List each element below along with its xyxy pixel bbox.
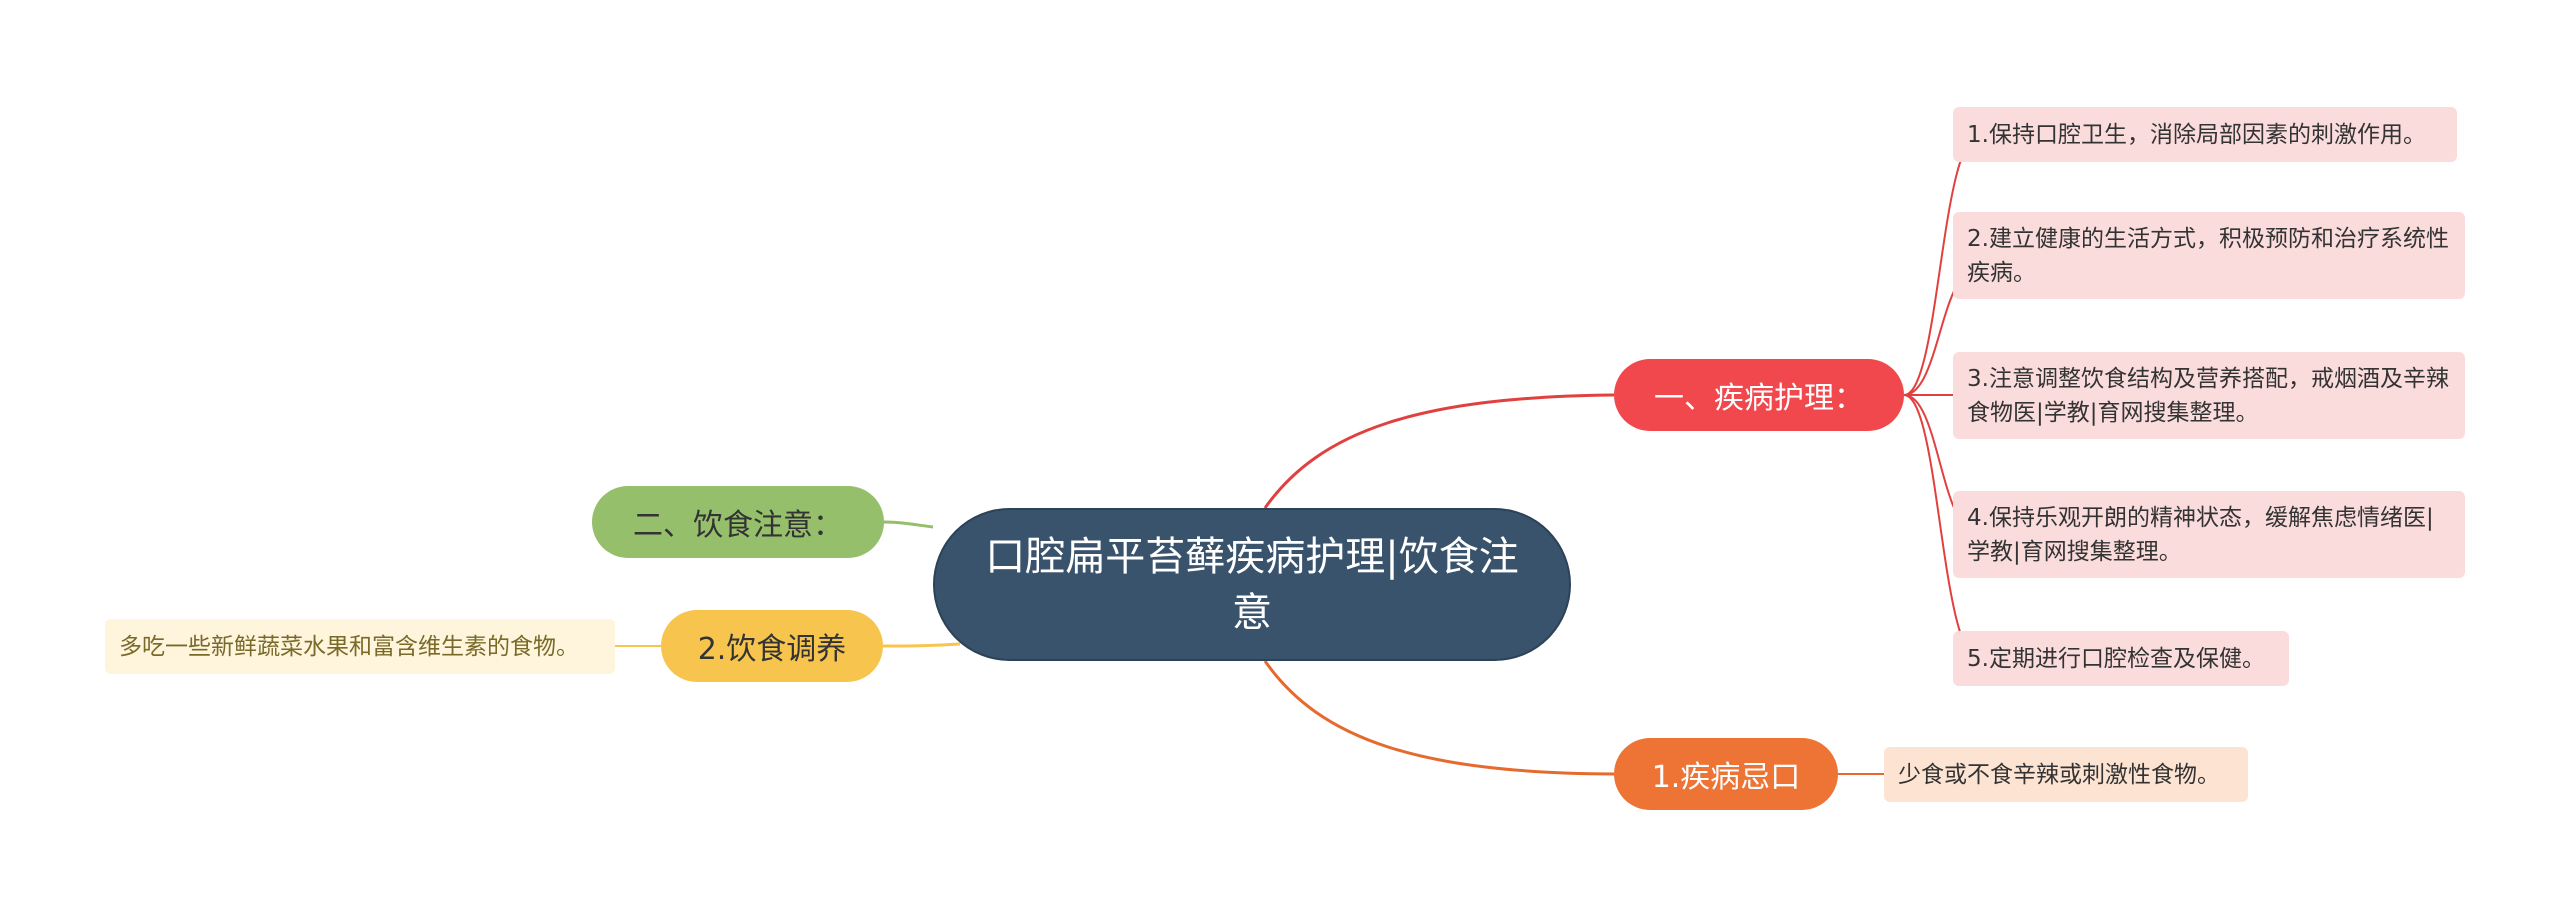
connector-diet-notes (883, 520, 934, 529)
branch-diet-notes[interactable]: 二、饮食注意： (592, 486, 884, 558)
avoid-item-1[interactable]: 少食或不食辛辣或刺激性食物。 (1884, 747, 2248, 802)
care-item-4[interactable]: 4.保持乐观开朗的精神状态，缓解焦虑情绪医|学教|育网搜集整理。 (1953, 491, 2465, 578)
branch-disease-care-label: 一、疾病护理： (1654, 381, 1864, 416)
connector-avoid (1263, 660, 1615, 776)
care-item-1-text: 1.保持口腔卫生，消除局部因素的刺激作用。 (1967, 121, 2426, 148)
branch-diet-care[interactable]: 2.饮食调养 (661, 610, 883, 682)
central-topic[interactable]: 口腔扁平苔藓疾病护理|饮食注意 (933, 508, 1571, 661)
avoid-item-1-text: 少食或不食辛辣或刺激性食物。 (1898, 761, 2220, 788)
care-item-4-text: 4.保持乐观开朗的精神状态，缓解焦虑情绪医|学教|育网搜集整理。 (1967, 504, 2434, 565)
central-topic-label: 口腔扁平苔藓疾病护理|饮食注意 (985, 533, 1519, 636)
care-item-2-text: 2.建立健康的生活方式，积极预防和治疗系统性疾病。 (1967, 225, 2449, 286)
diet-care-item-1[interactable]: 多吃一些新鲜蔬菜水果和富含维生素的食物。 (105, 619, 615, 674)
care-item-1[interactable]: 1.保持口腔卫生，消除局部因素的刺激作用。 (1953, 107, 2457, 162)
diet-care-item-1-text: 多吃一些新鲜蔬菜水果和富含维生素的食物。 (119, 633, 579, 660)
care-item-3-text: 3.注意调整饮食结构及营养搭配，戒烟酒及辛辣食物医|学教|育网搜集整理。 (1967, 365, 2449, 426)
care-item-5[interactable]: 5.定期进行口腔检查及保健。 (1953, 631, 2289, 686)
branch-disease-care[interactable]: 一、疾病护理： (1614, 359, 1904, 431)
connector-diet-care (882, 642, 961, 648)
connector-care (1263, 393, 1615, 509)
branch-disease-avoid-label: 1.疾病忌口 (1651, 760, 1801, 795)
care-item-2[interactable]: 2.建立健康的生活方式，积极预防和治疗系统性疾病。 (1953, 212, 2465, 299)
care-item-5-text: 5.定期进行口腔检查及保健。 (1967, 645, 2265, 672)
branch-diet-care-label: 2.饮食调养 (697, 632, 847, 667)
branch-diet-notes-label: 二、饮食注意： (633, 508, 843, 543)
branch-disease-avoid[interactable]: 1.疾病忌口 (1614, 738, 1838, 810)
care-item-3[interactable]: 3.注意调整饮食结构及营养搭配，戒烟酒及辛辣食物医|学教|育网搜集整理。 (1953, 352, 2465, 439)
